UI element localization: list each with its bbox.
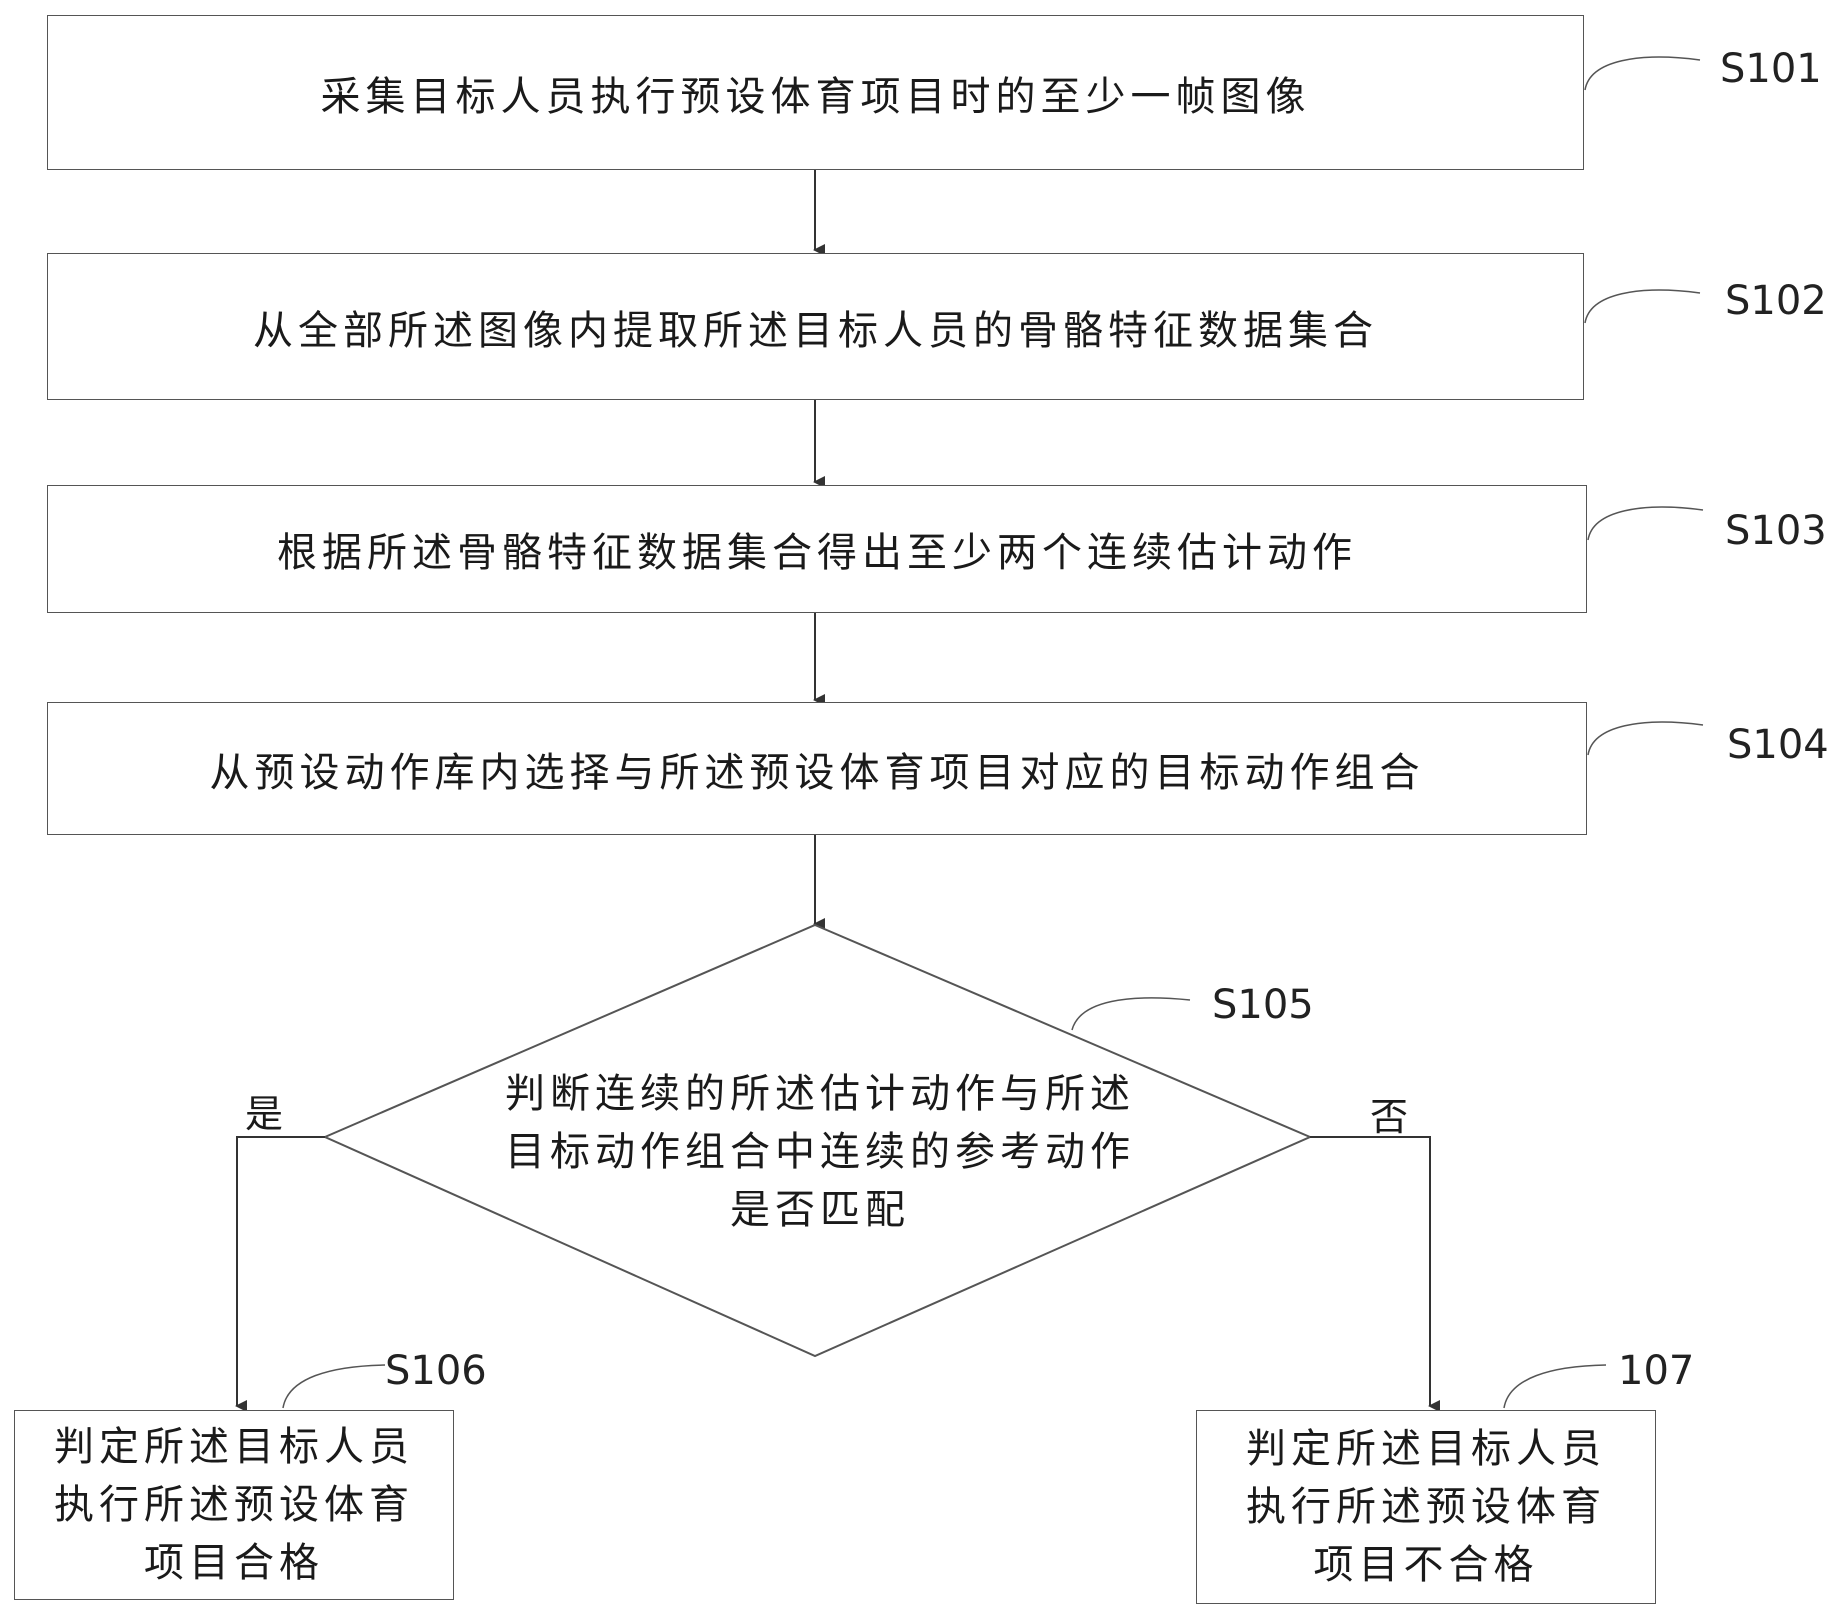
step-id-s103: S103 xyxy=(1725,508,1827,554)
step-box-s101: 采集目标人员执行预设体育项目时的至少一帧图像 xyxy=(47,15,1584,170)
step-id-s102: S102 xyxy=(1725,278,1827,324)
step-text-s104: 从预设动作库内选择与所述预设体育项目对应的目标动作组合 xyxy=(209,749,1425,796)
leader-107 xyxy=(1503,1364,1607,1409)
yes-label: 是 xyxy=(245,1092,284,1136)
leader-s102 xyxy=(1584,289,1701,324)
arrow-yes-branch xyxy=(235,1136,325,1412)
leader-s101 xyxy=(1584,56,1701,91)
step-box-s103: 根据所述骨骼特征数据集合得出至少两个连续估计动作 xyxy=(47,485,1587,613)
step-text-s101: 采集目标人员执行预设体育项目时的至少一帧图像 xyxy=(320,73,1311,120)
outcome-text-fail: 判定所述目标人员 执行所述预设体育 项目不合格 xyxy=(1246,1426,1606,1588)
leader-s103 xyxy=(1587,506,1704,541)
decision-diamond xyxy=(322,923,1313,1358)
step-id-s104: S104 xyxy=(1727,722,1829,768)
no-label: 否 xyxy=(1370,1095,1409,1139)
step-id-s101: S101 xyxy=(1720,46,1822,92)
step-text-s102: 从全部所述图像内提取所述目标人员的骨骼特征数据集合 xyxy=(253,307,1378,354)
step-id-s105: S105 xyxy=(1212,982,1314,1028)
outcome-box-pass: 判定所述目标人员 执行所述预设体育 项目合格 xyxy=(14,1410,454,1600)
leader-s106 xyxy=(282,1364,386,1409)
leader-s105 xyxy=(1071,997,1191,1031)
decision-text: 判断连续的所述估计动作与所述 目标动作组合中连续的参考动作 是否匹配 xyxy=(505,1071,1135,1233)
outcome-box-fail: 判定所述目标人员 执行所述预设体育 项目不合格 xyxy=(1196,1410,1656,1604)
step-text-s103: 根据所述骨骼特征数据集合得出至少两个连续估计动作 xyxy=(277,530,1357,576)
step-id-s106: S106 xyxy=(385,1348,487,1394)
outcome-text-pass: 判定所述目标人员 执行所述预设体育 项目合格 xyxy=(54,1424,414,1586)
step-id-107: 107 xyxy=(1618,1348,1695,1394)
step-box-s104: 从预设动作库内选择与所述预设体育项目对应的目标动作组合 xyxy=(47,702,1587,835)
leader-s104 xyxy=(1587,721,1704,756)
step-box-s102: 从全部所述图像内提取所述目标人员的骨骼特征数据集合 xyxy=(47,253,1584,400)
arrow-no-branch xyxy=(1310,1136,1440,1412)
